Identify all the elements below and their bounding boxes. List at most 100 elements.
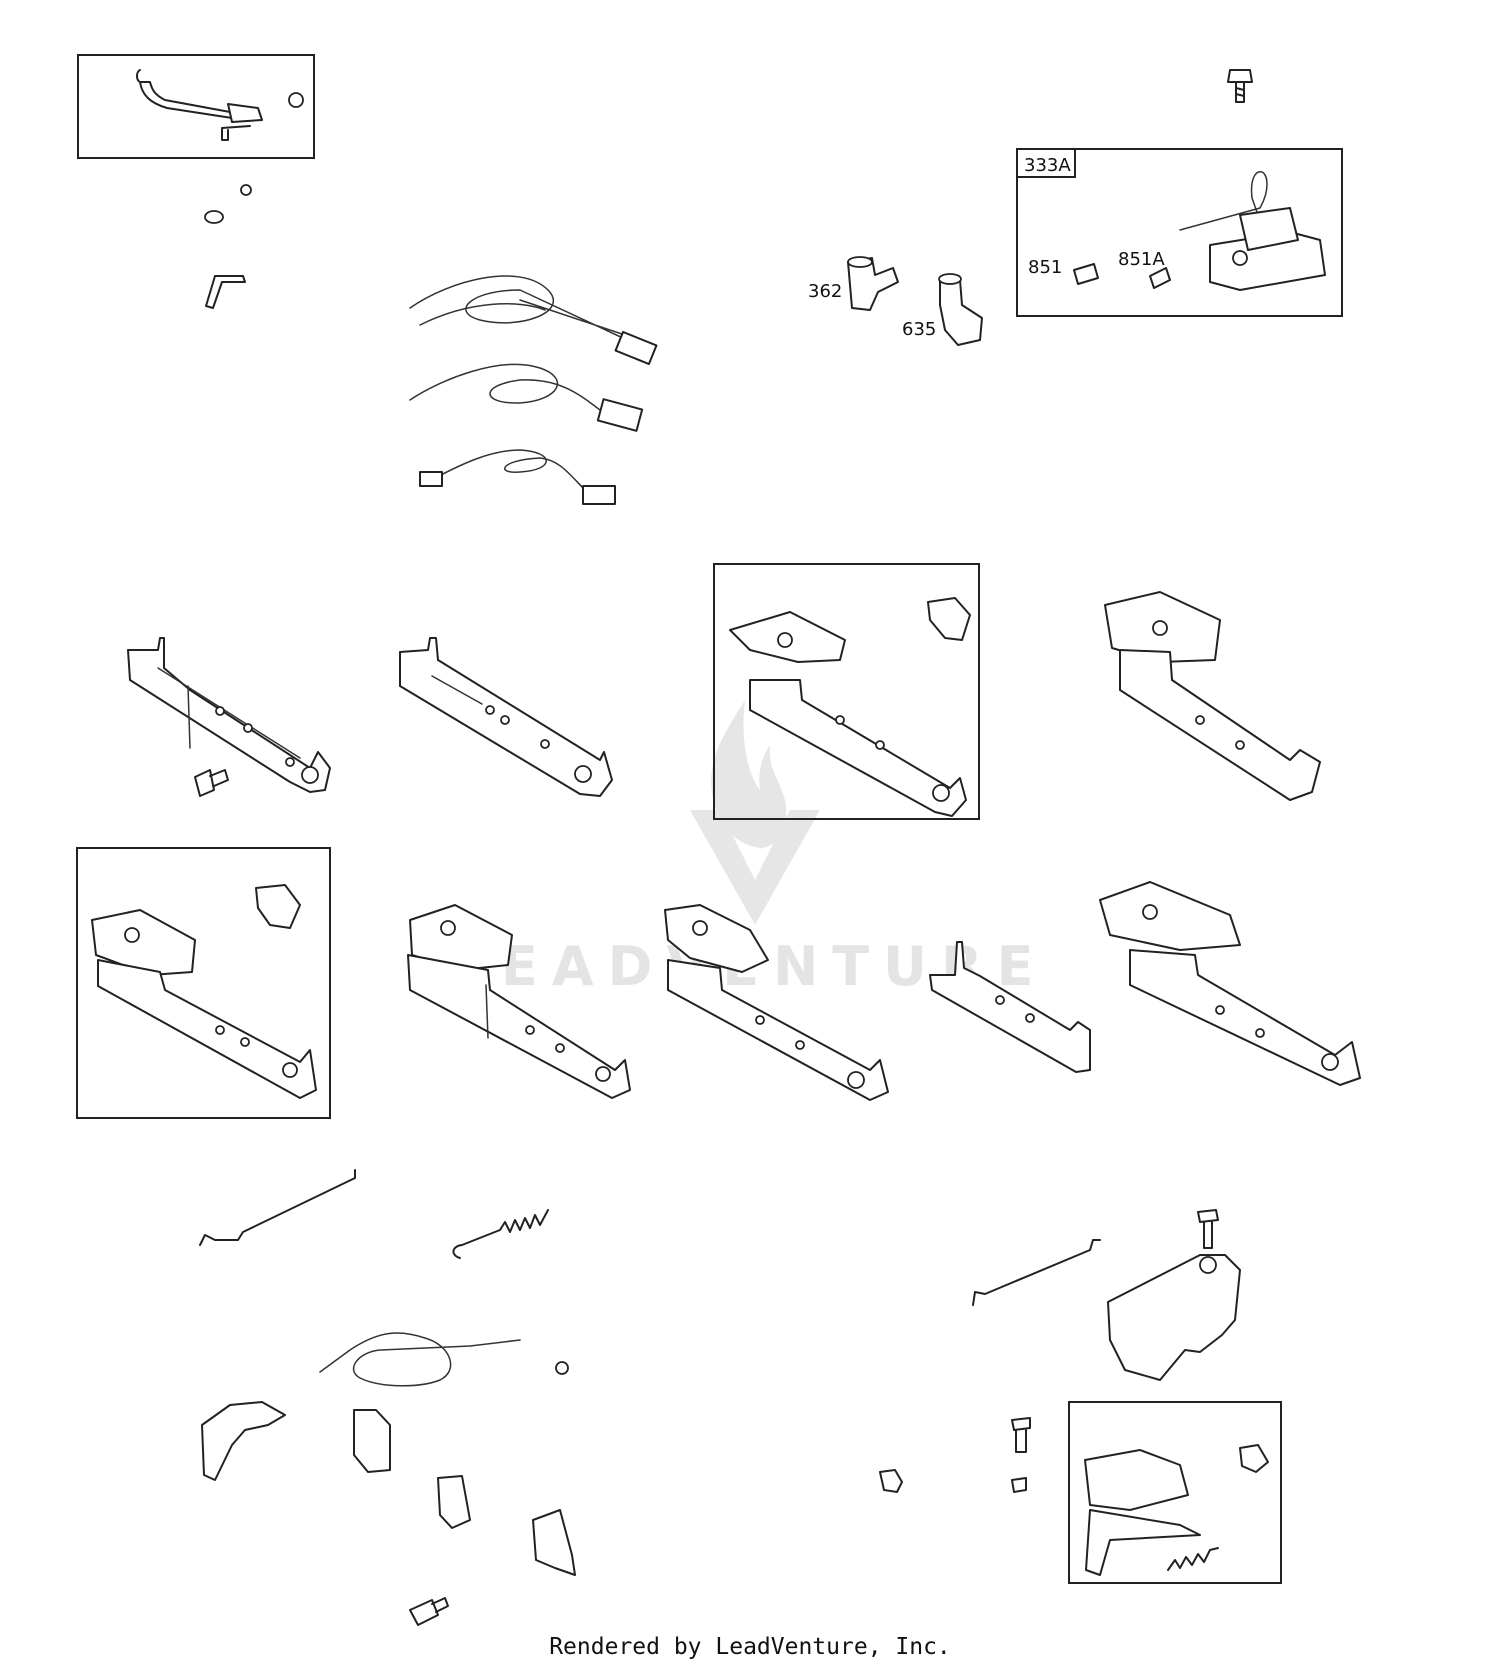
bracket-b-hole [540,739,550,749]
clip-lower [879,1469,903,1493]
screw-small-lower-right [1011,1477,1027,1493]
washer [204,210,224,224]
tank-cap-hole [1199,1256,1217,1274]
bracket-g-hole [692,920,708,936]
lower-parts [199,1169,1282,1626]
bracket-e-clip [255,884,301,929]
linkage-arm [1085,1509,1201,1576]
boot-362-body [847,257,899,311]
choke-link-rod [972,1239,1101,1306]
fuel-tank-cover [1107,1254,1241,1381]
bracket-h-hole [1025,1013,1035,1023]
bracket-f [407,954,631,1099]
bracket-b-hole [574,765,592,783]
callout-362: 362 [808,281,842,302]
wire-harness-group [409,275,658,505]
lever-assembly [77,54,315,159]
clip-851A [1149,267,1171,289]
armature-assembly-333A: 333A 851 851A [1016,148,1343,317]
bracket-g [667,959,889,1101]
linkage-bracket [1084,1449,1189,1511]
lever-screw [221,125,251,141]
boot-362-top [847,256,873,268]
bracket-h [929,941,1091,1073]
armature-box [1016,148,1343,317]
bracket-a-hole [301,766,319,784]
bracket-g-hole [795,1040,805,1050]
bracket-f-fold [485,984,489,1039]
linkage-clip [1239,1444,1269,1473]
wire-harness-1 [409,275,641,347]
bracket-e-plate [91,909,196,976]
bracket-a-hole [243,723,253,733]
bracket-d-hole [1195,715,1205,725]
lever-nut [288,92,304,108]
bracket-g-plate [664,904,769,973]
bracket-c-box [713,563,980,820]
connector-2 [596,398,644,432]
bracket-e-box [76,847,331,1119]
bracket-e-hole [282,1062,298,1078]
boot-635-top [938,273,962,285]
connector-3b [582,485,616,505]
spark-plug-boot-635: 635 [902,273,983,346]
bracket-f-hole [440,920,456,936]
governor-spring [452,1209,549,1259]
bracket-g-hole [847,1071,865,1089]
bracket-i-hole [1215,1005,1225,1015]
watermark-chevron-icon [690,810,820,925]
bolt-lower-right [1011,1417,1031,1453]
boot-635-body [939,279,983,346]
bracket-i-hole [1142,904,1158,920]
bent-pin [205,275,246,309]
bracket-b-hole [485,705,495,715]
callout-333A-box [1016,148,1076,178]
connector-3a [419,471,443,487]
lever-assembly-box [77,54,315,159]
nut-small [240,184,252,196]
bracket-a [127,637,331,793]
spark-plug-boot-362: 362 [808,256,899,311]
linkage-spring [1167,1547,1219,1571]
bracket-i-hole [1321,1053,1339,1071]
bracket-plate-lower [532,1509,576,1576]
screw-lower [409,1597,449,1626]
bracket-h-hole [995,995,1005,1005]
bracket-f-hole [525,1025,535,1035]
bracket-b-slot [431,675,483,705]
wire-harness-3 [434,449,586,491]
callout-635: 635 [902,319,936,340]
bracket-c-hole [777,632,793,648]
screw-top-right [1227,69,1253,103]
bracket-c-hole [932,784,950,802]
bracket-c [749,679,967,817]
governor-link-rod [199,1169,356,1246]
bracket-a-hole [215,706,225,716]
throttle-cable [319,1332,521,1387]
footer-credit: Rendered by LeadVenture, Inc. [549,1634,951,1660]
bracket-e-hole [215,1025,225,1035]
bracket-c-clip [927,597,971,641]
tank-screw [1197,1209,1219,1249]
bracket-row-2 [76,847,1361,1119]
bracket-e [97,959,317,1099]
lever-arm [136,69,233,119]
lever-block [227,103,263,123]
armature-wire [1179,171,1268,231]
bracket-g-hole [755,1015,765,1025]
bracket-d-hole [1235,740,1245,750]
bracket-a-hole [285,757,295,767]
bracket-c-hole [875,740,885,750]
callout-333A: 333A [1024,155,1071,176]
bracket-i-plate [1099,881,1241,951]
bracket-f-hole [555,1043,565,1053]
bracket-e-hole [124,927,140,943]
armature-coil [1239,207,1299,251]
bracket-i [1129,949,1361,1086]
bracket-f-hole [595,1066,611,1082]
nut-lower [555,1361,569,1375]
bracket-e-hole [240,1037,250,1047]
throttle-lever [201,1401,286,1481]
bracket-d [1119,649,1321,801]
bracket-a-screw [194,769,229,797]
